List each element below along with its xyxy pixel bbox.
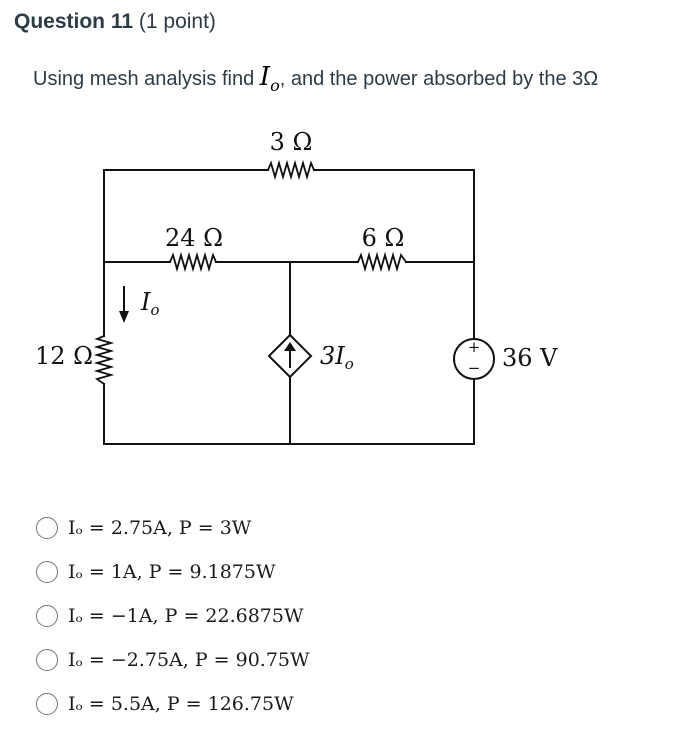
choice-3[interactable]: Iₒ = −1A, P = 22.6875W [36, 594, 636, 638]
question-prompt: Using mesh analysis find Io, and the pow… [33, 62, 598, 95]
radio-button[interactable] [36, 561, 58, 583]
label-dependent-source-subscript: o [345, 355, 354, 373]
prompt-prefix: Using mesh analysis find [33, 68, 260, 90]
voltage-source-plus: + [468, 338, 481, 356]
label-io-symbol: I [140, 288, 151, 316]
circuit-diagram: + − 3 Ω 24 Ω 6 Ω 12 Ω Io 3Io 36 V [35, 128, 558, 445]
resistor-6-ohm [357, 251, 407, 273]
resistor-12-ohm [93, 335, 115, 385]
label-36-volt: 36 V [502, 344, 558, 372]
question-title: Question 11 [14, 10, 134, 33]
io-arrow [119, 286, 129, 323]
radio-button[interactable] [36, 605, 58, 627]
label-dependent-source: 3Io [320, 342, 354, 373]
dependent-current-source [267, 333, 313, 379]
voltage-source-minus: − [468, 359, 481, 377]
radio-button[interactable] [36, 693, 58, 715]
label-12-ohm: 12 Ω [35, 342, 93, 370]
prompt-variable-subscript: o [270, 76, 280, 96]
choice-4[interactable]: Iₒ = −2.75A, P = 90.75W [36, 638, 636, 682]
resistor-3-ohm [267, 159, 315, 181]
prompt-variable: Io [259, 62, 280, 96]
label-io-subscript: o [150, 301, 159, 319]
label-dependent-source-value: 3I [320, 342, 345, 370]
radio-button[interactable] [36, 649, 58, 671]
choice-2[interactable]: Iₒ = 1A, P = 9.1875W [36, 550, 636, 594]
question-points: (1 point) [138, 10, 216, 33]
answer-choices: Iₒ = 2.75A, P = 3W Iₒ = 1A, P = 9.1875W … [36, 506, 636, 726]
question-header: Question 11 (1 point) [14, 10, 216, 34]
choice-label[interactable]: Iₒ = −1A, P = 22.6875W [68, 605, 304, 627]
prompt-suffix: , and the power absorbed by the 3Ω [279, 68, 599, 90]
choice-label[interactable]: Iₒ = 5.5A, P = 126.75W [68, 693, 294, 715]
radio-button[interactable] [36, 517, 58, 539]
label-24-ohm: 24 Ω [165, 224, 223, 252]
voltage-source: + − [453, 338, 495, 380]
prompt-variable-symbol: I [259, 62, 271, 92]
label-3-ohm: 3 Ω [270, 128, 313, 156]
choice-5[interactable]: Iₒ = 5.5A, P = 126.75W [36, 682, 636, 726]
choice-label[interactable]: Iₒ = 1A, P = 9.1875W [68, 561, 276, 583]
wire-top-right [313, 169, 475, 340]
resistor-24-ohm [169, 251, 217, 273]
choice-label[interactable]: Iₒ = 2.75A, P = 3W [68, 517, 252, 539]
label-io: Io [140, 288, 160, 319]
label-6-ohm: 6 Ω [362, 224, 405, 252]
choice-1[interactable]: Iₒ = 2.75A, P = 3W [36, 506, 636, 550]
choice-label[interactable]: Iₒ = −2.75A, P = 90.75W [68, 649, 310, 671]
